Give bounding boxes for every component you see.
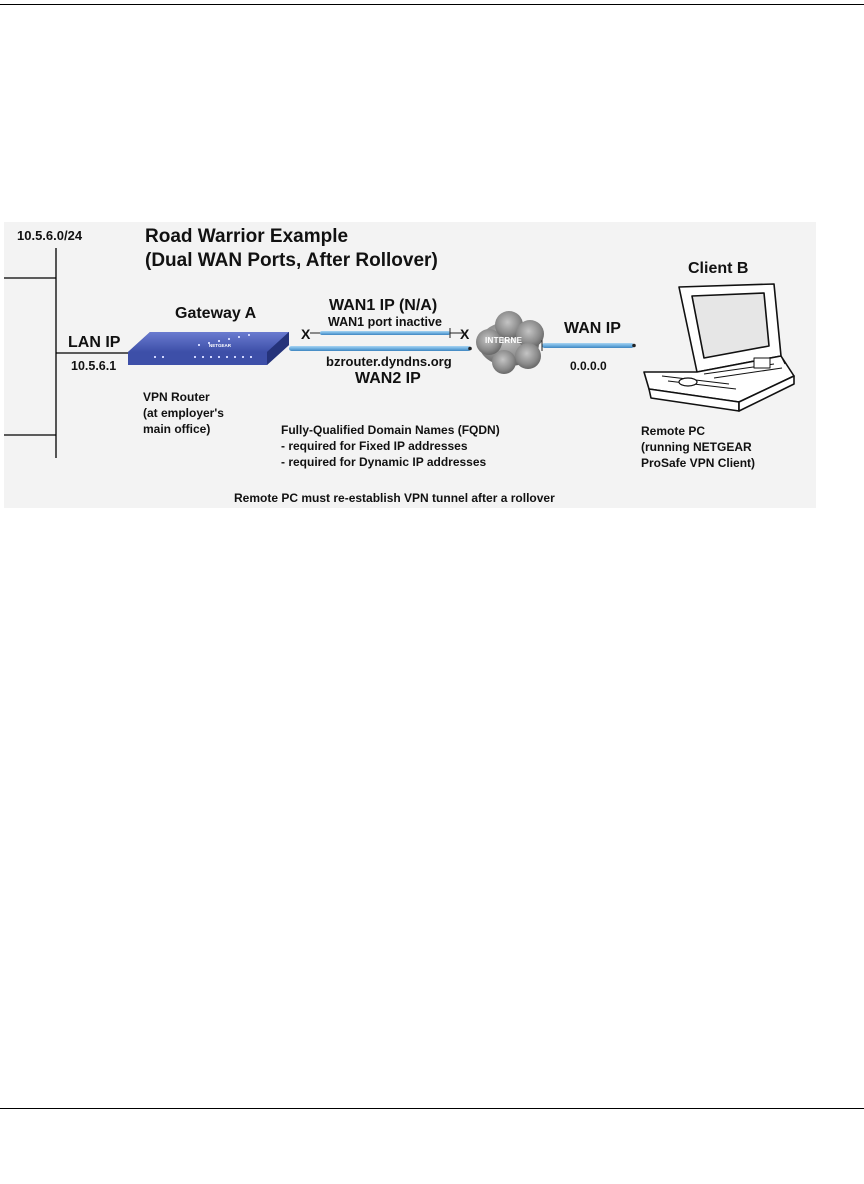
lan-ip-value: 10.5.6.1 xyxy=(71,360,116,373)
remote-pc-caption-line: (running NETGEAR xyxy=(641,439,755,455)
gateway-a-label: Gateway A xyxy=(175,306,256,322)
fqdn-note-line: - required for Dynamic IP addresses xyxy=(281,454,500,470)
wan2-hostname: bzrouter.dyndns.org xyxy=(326,355,452,368)
fqdn-note-line: - required for Fixed IP addresses xyxy=(281,438,500,454)
diagram-title: Road Warrior Example xyxy=(145,227,348,246)
wan2-ip-label: WAN2 IP xyxy=(355,371,421,387)
wan1-x-right-marker: X xyxy=(460,327,469,341)
wan-ip-label: WAN IP xyxy=(564,321,621,337)
subnet-label: 10.5.6.0/24 xyxy=(17,229,82,242)
remote-pc-caption: Remote PC (running NETGEAR ProSafe VPN C… xyxy=(641,423,755,471)
fqdn-note-line: Fully-Qualified Domain Names (FQDN) xyxy=(281,422,500,438)
router-icon: NETGEAR xyxy=(128,332,289,365)
wan-ip-value: 0.0.0.0 xyxy=(570,360,607,372)
vpn-router-caption-line: main office) xyxy=(143,421,224,437)
road-warrior-diagram: NETGEAR xyxy=(4,222,816,508)
wan1-ip-label: WAN1 IP (N/A) xyxy=(329,298,437,314)
lan-network-lines xyxy=(4,248,128,458)
laptop-icon xyxy=(644,284,794,411)
header-rule xyxy=(0,4,864,5)
lan-ip-label: LAN IP xyxy=(68,335,120,351)
wan1-status-label: WAN1 port inactive xyxy=(328,316,442,329)
client-b-label: Client B xyxy=(688,261,748,277)
rollover-footer-note: Remote PC must re-establish VPN tunnel a… xyxy=(234,492,555,504)
vpn-router-caption-line: VPN Router xyxy=(143,389,224,405)
wan2-link xyxy=(289,346,472,351)
internet-label: INTERNE xyxy=(485,337,522,345)
remote-pc-caption-line: ProSafe VPN Client) xyxy=(641,455,755,471)
vpn-router-caption-line: (at employer's xyxy=(143,405,224,421)
wan1-x-left-marker: X xyxy=(301,327,310,341)
client-wan-link xyxy=(542,340,636,351)
footer-rule xyxy=(0,1108,864,1109)
fqdn-note: Fully-Qualified Domain Names (FQDN) - re… xyxy=(281,422,500,470)
vpn-router-caption: VPN Router (at employer's main office) xyxy=(143,389,224,437)
wan1-link xyxy=(310,328,464,338)
svg-text:NETGEAR: NETGEAR xyxy=(209,343,232,348)
remote-pc-caption-line: Remote PC xyxy=(641,423,755,439)
diagram-subtitle: (Dual WAN Ports, After Rollover) xyxy=(145,251,438,270)
